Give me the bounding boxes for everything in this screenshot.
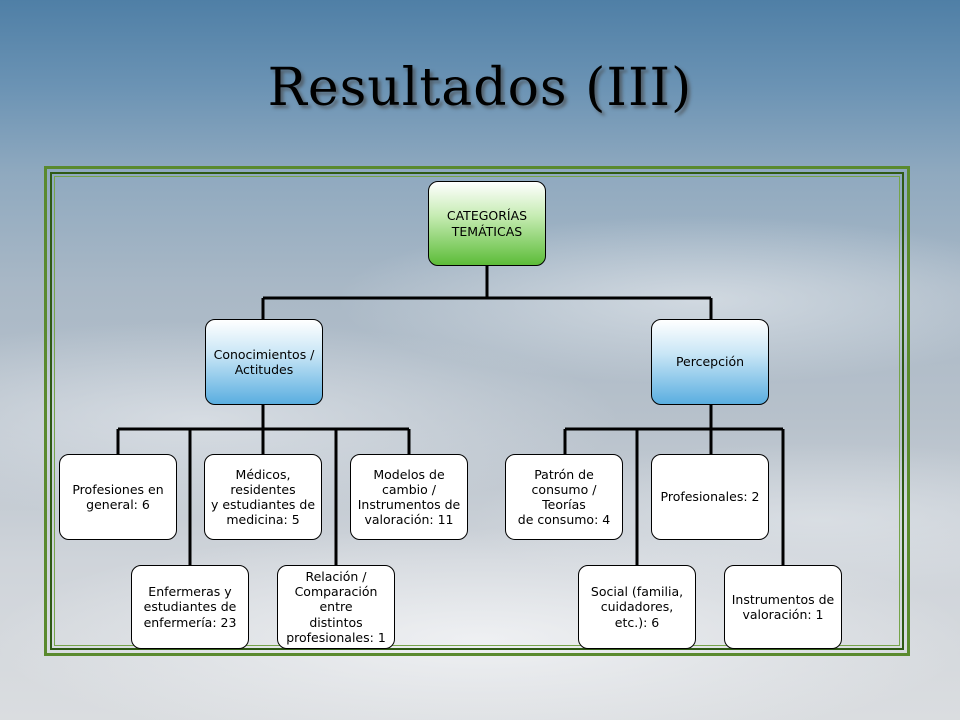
node-medicos: Médicos, residentes y estudiantes de med… xyxy=(204,454,322,540)
diagram-frame xyxy=(44,166,910,656)
node-relacion: Relación / Comparación entre distintos p… xyxy=(277,565,395,649)
node-profesiones-general: Profesiones en general: 6 xyxy=(59,454,177,540)
node-root: CATEGORÍAS TEMÁTICAS xyxy=(428,181,546,266)
slide-title: Resultados (III) xyxy=(267,58,693,118)
node-modelos-cambio: Modelos de cambio / Instrumentos de valo… xyxy=(350,454,468,540)
node-profesionales: Profesionales: 2 xyxy=(651,454,769,540)
node-patron-consumo: Patrón de consumo / Teorías de consumo: … xyxy=(505,454,623,540)
node-category-conocimientos: Conocimientos / Actitudes xyxy=(205,319,323,405)
node-instrumentos-valoracion: Instrumentos de valoración: 1 xyxy=(724,565,842,649)
node-category-percepcion: Percepción xyxy=(651,319,769,405)
node-social: Social (familia, cuidadores, etc.): 6 xyxy=(578,565,696,649)
node-enfermeras: Enfermeras y estudiantes de enfermería: … xyxy=(131,565,249,649)
